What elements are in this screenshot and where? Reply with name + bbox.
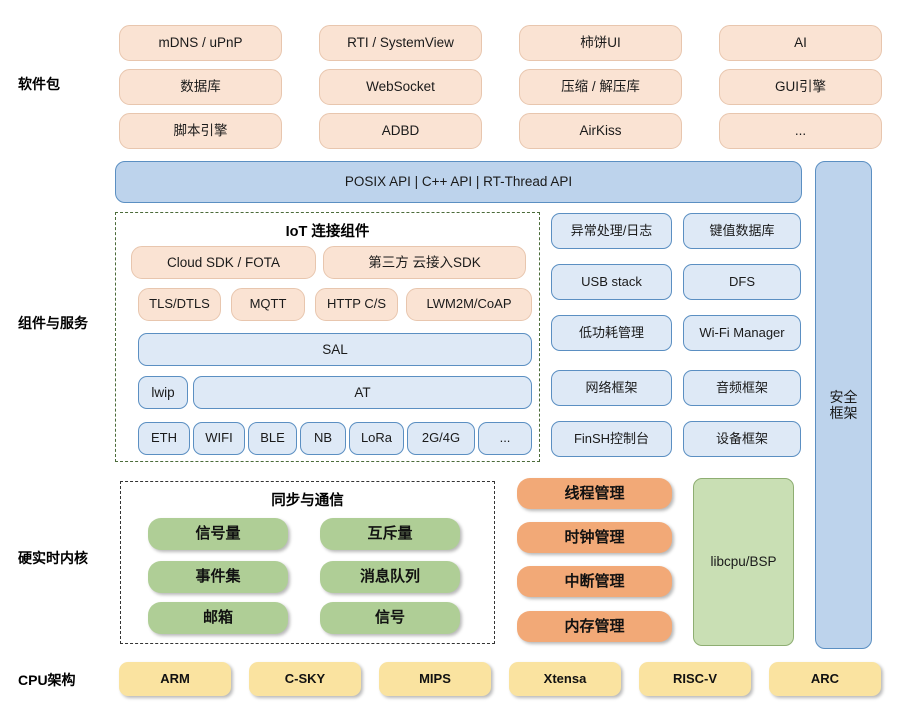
package-box[interactable]: 压缩 / 解压库 <box>519 69 682 105</box>
iot-protocol-box[interactable]: HTTP C/S <box>315 288 398 321</box>
component-box[interactable]: FinSH控制台 <box>551 421 672 457</box>
kernel-management-box[interactable]: 时钟管理 <box>517 522 672 553</box>
cpu-arch-box[interactable]: RISC-V <box>639 662 751 696</box>
security-framework-column: 安全 框架 <box>815 161 872 649</box>
package-box[interactable]: ... <box>719 113 882 149</box>
iot-group-title: IoT 连接组件 <box>285 224 370 240</box>
package-box[interactable]: AirKiss <box>519 113 682 149</box>
component-box[interactable]: Wi-Fi Manager <box>683 315 801 351</box>
kernel-sync-box[interactable]: 信号 <box>320 602 460 634</box>
kernel-sync-box[interactable]: 邮箱 <box>148 602 288 634</box>
row-label-kernel: 硬实时内核 <box>18 550 88 566</box>
iot-link-box[interactable]: BLE <box>248 422 297 455</box>
security-framework-line2: 框架 <box>829 405 858 421</box>
sync-comm-group <box>120 481 495 644</box>
kernel-management-box[interactable]: 中断管理 <box>517 566 672 597</box>
component-box[interactable]: 设备框架 <box>683 421 801 457</box>
iot-link-box[interactable]: NB <box>300 422 346 455</box>
iot-link-box[interactable]: LoRa <box>349 422 404 455</box>
kernel-management-box[interactable]: 线程管理 <box>517 478 672 509</box>
package-box[interactable]: AI <box>719 25 882 61</box>
kernel-sync-box[interactable]: 事件集 <box>148 561 288 593</box>
package-box[interactable]: 柿饼UI <box>519 25 682 61</box>
package-box[interactable]: mDNS / uPnP <box>119 25 282 61</box>
kernel-sync-box[interactable]: 信号量 <box>148 518 288 550</box>
iot-cloud-box[interactable]: Cloud SDK / FOTA <box>131 246 316 279</box>
component-box[interactable]: 异常处理/日志 <box>551 213 672 249</box>
kernel-sync-box[interactable]: 消息队列 <box>320 561 460 593</box>
row-label-cpu: CPU架构 <box>18 672 76 688</box>
cpu-arch-box[interactable]: ARC <box>769 662 881 696</box>
component-box[interactable]: 键值数据库 <box>683 213 801 249</box>
iot-link-box[interactable]: 2G/4G <box>407 422 475 455</box>
package-box[interactable]: GUI引擎 <box>719 69 882 105</box>
component-box[interactable]: 网络框架 <box>551 370 672 406</box>
iot-cloud-box[interactable]: 第三方 云接入SDK <box>323 246 526 279</box>
cpu-arch-box[interactable]: ARM <box>119 662 231 696</box>
iot-lwip-box[interactable]: lwip <box>138 376 188 409</box>
iot-link-box[interactable]: ETH <box>138 422 190 455</box>
package-box[interactable]: 脚本引擎 <box>119 113 282 149</box>
cpu-arch-box[interactable]: Xtensa <box>509 662 621 696</box>
iot-protocol-box[interactable]: TLS/DTLS <box>138 288 221 321</box>
row-label-software-packages: 软件包 <box>18 76 60 92</box>
security-framework-line1: 安全 <box>829 388 858 405</box>
cpu-arch-box[interactable]: MIPS <box>379 662 491 696</box>
component-box[interactable]: USB stack <box>551 264 672 300</box>
package-box[interactable]: ADBD <box>319 113 482 149</box>
package-box[interactable]: RTI / SystemView <box>319 25 482 61</box>
iot-sal-box[interactable]: SAL <box>138 333 532 366</box>
iot-link-box[interactable]: ... <box>478 422 532 455</box>
component-box[interactable]: DFS <box>683 264 801 300</box>
iot-protocol-box[interactable]: MQTT <box>231 288 305 321</box>
iot-at-box[interactable]: AT <box>193 376 532 409</box>
component-box[interactable]: 音频框架 <box>683 370 801 406</box>
sync-comm-title: 同步与通信 <box>271 493 344 509</box>
kernel-management-box[interactable]: 内存管理 <box>517 611 672 642</box>
iot-link-box[interactable]: WIFI <box>193 422 245 455</box>
component-box[interactable]: 低功耗管理 <box>551 315 672 351</box>
iot-connect-group <box>115 212 540 462</box>
iot-protocol-box[interactable]: LWM2M/CoAP <box>406 288 532 321</box>
kernel-sync-box[interactable]: 互斥量 <box>320 518 460 550</box>
row-label-components-services: 组件与服务 <box>18 315 88 331</box>
cpu-arch-box[interactable]: C-SKY <box>249 662 361 696</box>
libcpu-bsp-box[interactable]: libcpu/BSP <box>693 478 794 646</box>
package-box[interactable]: 数据库 <box>119 69 282 105</box>
api-bar: POSIX API | C++ API | RT-Thread API <box>115 161 802 203</box>
package-box[interactable]: WebSocket <box>319 69 482 105</box>
